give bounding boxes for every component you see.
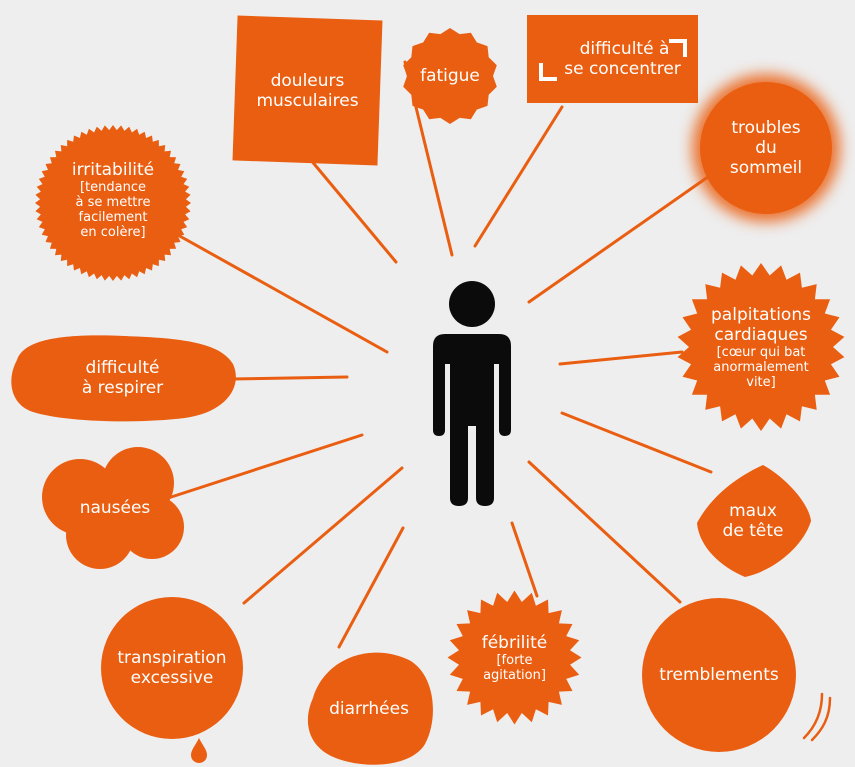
label: à respirer: [81, 377, 164, 398]
vibration-marks-icon: [802, 692, 832, 742]
connector-irritabilite: [158, 223, 389, 354]
label: difficulté: [85, 357, 160, 378]
connector-maux: [560, 411, 713, 474]
clover-blob-shape: [42, 447, 184, 569]
node-maux-de-tete: maux de tête: [693, 463, 813, 578]
connector-sommeil: [527, 170, 717, 304]
bracket-icon: [539, 39, 687, 81]
leaf-shape: [697, 465, 811, 577]
node-febrilite: fébrilité [forte agitation]: [447, 590, 582, 725]
label: fatigue: [420, 66, 480, 86]
label: diarrhées: [329, 698, 409, 719]
sublabel: en colère]: [80, 225, 146, 240]
node-diarrhees: diarrhées: [301, 640, 437, 767]
egg-blob-shape: [307, 652, 433, 765]
sublabel: vite]: [746, 374, 776, 390]
label: du: [755, 138, 777, 158]
connector-palpitations: [558, 350, 684, 366]
node-palpitations: palpitations cardiaques [cœur qui bat an…: [676, 262, 846, 432]
label: troubles: [731, 118, 801, 138]
scalloped-badge-shape: [403, 28, 497, 124]
label: excessive: [130, 668, 214, 688]
label: se concentrer: [564, 59, 681, 79]
starburst-shape: [447, 590, 582, 725]
connector-douleurs: [298, 145, 398, 264]
label: irritabilité: [71, 160, 155, 180]
blurred-circle-shape: [700, 82, 832, 214]
sublabel: [cœur qui bat: [716, 344, 806, 360]
person-icon: [433, 281, 511, 506]
fuzzy-circle-shape: [35, 125, 191, 281]
sublabel: agitation]: [483, 667, 546, 683]
circle-shape: [101, 597, 243, 739]
label: difficulté à: [579, 39, 670, 59]
label: musculaires: [256, 90, 359, 111]
sublabel: anormalement: [713, 359, 809, 375]
label: tremblements: [659, 665, 779, 685]
label: maux: [729, 500, 777, 521]
label: palpitations: [711, 304, 811, 325]
label: cardiaques: [714, 324, 808, 345]
node-douleurs-musculaires: douleurs musculaires: [232, 15, 383, 166]
label: nausées: [79, 497, 151, 518]
label: de tête: [722, 520, 784, 541]
node-transpiration: transpiration excessive: [101, 597, 243, 739]
connector-concentration: [473, 105, 564, 248]
connector-tremblements: [527, 460, 682, 604]
sublabel: facilement: [78, 210, 148, 225]
circle-shape: [642, 598, 796, 752]
sublabel: [tendance: [79, 180, 146, 195]
connector-diarrhees: [337, 526, 405, 649]
drop-icon: [191, 738, 207, 763]
starburst-shape: [677, 263, 845, 431]
label: sommeil: [729, 158, 803, 178]
connector-febrilite: [510, 521, 539, 598]
label: fébrilité: [481, 632, 548, 653]
label: douleurs: [270, 70, 345, 91]
blob-shape: [11, 335, 236, 422]
node-nausees: nausées: [40, 445, 190, 570]
label: transpiration: [117, 648, 227, 668]
connector-nausees: [160, 433, 364, 502]
connector-respirer: [230, 375, 349, 381]
sublabel: [forte: [496, 652, 533, 668]
node-irritabilite: irritabilité [tendance à se mettre facil…: [34, 124, 192, 282]
node-troubles-sommeil: troubles du sommeil: [700, 82, 832, 214]
node-difficulte-respirer: difficulté à respirer: [5, 330, 240, 425]
connector-transpiration: [242, 466, 404, 605]
sublabel: à se mettre: [75, 195, 151, 210]
node-tremblements: tremblements: [642, 598, 796, 752]
node-fatigue: fatigue: [401, 27, 499, 125]
node-difficulte-concentrer: difficulté à se concentrer: [527, 15, 698, 103]
